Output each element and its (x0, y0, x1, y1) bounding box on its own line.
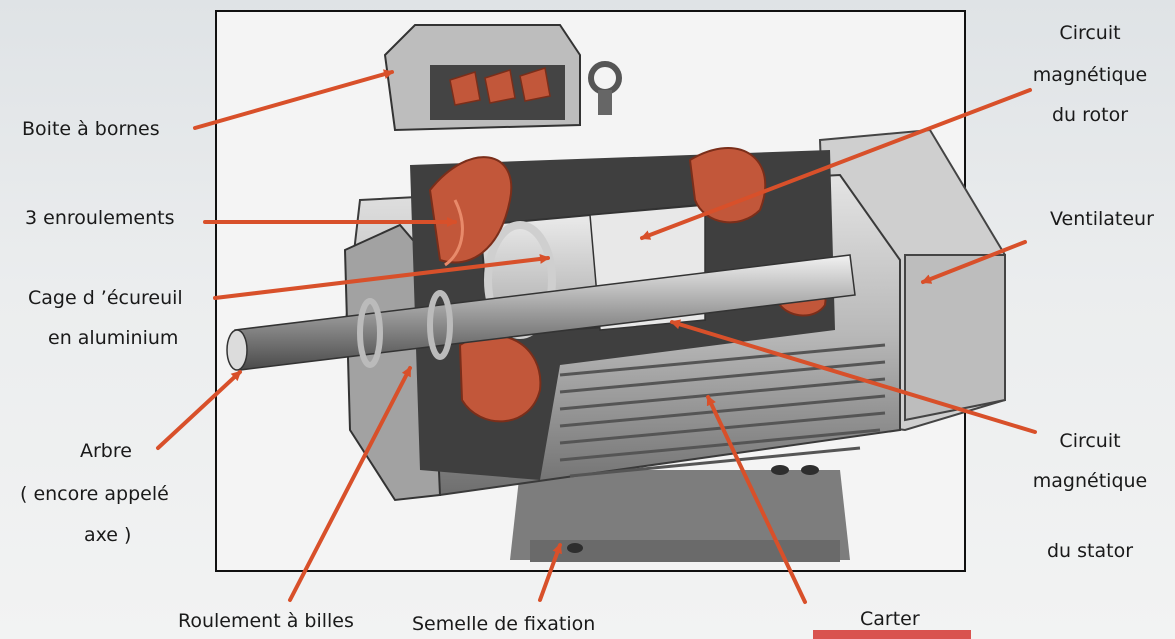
label-ventilateur: Ventilateur (1050, 208, 1154, 230)
copper-windings (428, 147, 827, 423)
label-3-enroulements: 3 enroulements (25, 207, 175, 229)
label-cage-line2: en aluminium (48, 327, 179, 349)
label-carter: Carter (860, 608, 920, 630)
label-arbre-line2: ( encore appelé (20, 483, 169, 505)
bearing-ring (427, 290, 453, 360)
label-stator-line1: Circuit (1059, 430, 1121, 452)
bearing-ring (357, 298, 383, 368)
lifting-eye-base (598, 90, 612, 115)
arrow-carter (706, 395, 807, 604)
foot-hole (567, 543, 583, 553)
shaft-end (226, 329, 248, 371)
foot-hole (801, 465, 819, 475)
foot-hole (771, 465, 789, 475)
arrow-boite (193, 69, 394, 130)
arrow-rotor (640, 88, 1032, 240)
label-semelle: Semelle de fixation (412, 613, 596, 635)
label-arbre-line3: axe ) (84, 524, 132, 546)
motor-body (226, 24, 1006, 562)
label-rotor-line1: Circuit (1059, 22, 1121, 44)
terminal-connectors (449, 67, 551, 106)
arrow-arbre (156, 370, 242, 450)
label-stator-line3: du stator (1046, 540, 1134, 562)
arrow-ventilateur (921, 240, 1027, 284)
arrow-cage (213, 253, 550, 300)
mounting-foot-block (530, 540, 840, 562)
fan-cover (904, 254, 1006, 422)
arrow-stator (670, 319, 1037, 434)
label-cage-line1: Cage d ’écureuil (28, 287, 183, 309)
carter-highlight-bar (813, 630, 971, 639)
lifting-eye (588, 61, 622, 95)
label-arbre-line1: Arbre (80, 440, 132, 462)
arrow-semelle (538, 543, 562, 602)
label-rotor-line2: magnétique (1032, 64, 1148, 86)
label-rotor-line3: du rotor (1051, 104, 1129, 126)
label-arrows (156, 69, 1037, 604)
mounting-foot (510, 470, 850, 560)
arrow-roulement (288, 366, 412, 602)
label-roulement: Roulement à billes (178, 610, 354, 632)
label-boite-a-bornes: Boite à bornes (22, 118, 160, 140)
label-stator-line2: magnétique (1032, 470, 1148, 492)
